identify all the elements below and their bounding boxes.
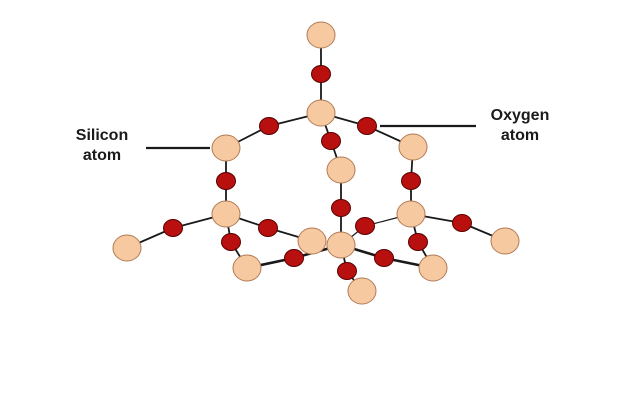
oxygen-atom — [401, 172, 421, 190]
label-leader-lines — [146, 124, 476, 150]
silicon-label-line2: atom — [82, 147, 122, 164]
oxygen-atom — [408, 233, 428, 251]
oxygen-atom — [259, 117, 279, 135]
silicon-atom — [396, 200, 426, 228]
oxygen-atom — [258, 219, 278, 237]
oxygen-atom — [221, 233, 241, 251]
oxygen-atom — [311, 65, 331, 83]
silicon-atom — [347, 277, 377, 305]
silicon-atom — [326, 231, 356, 259]
silicon-atom — [112, 234, 142, 262]
silicon-atom — [211, 134, 241, 162]
silicon-atom — [418, 254, 448, 282]
oxygen-atom — [321, 132, 341, 150]
oxygen-atom — [284, 249, 304, 267]
silicon-atom — [490, 227, 520, 255]
silicon-label-line1: Silicon — [75, 127, 129, 144]
silicon-atom — [306, 99, 336, 127]
silicon-atom — [398, 133, 428, 161]
oxygen-atom — [452, 214, 472, 232]
oxygen-atom — [331, 199, 351, 217]
oxygen-atom — [357, 117, 377, 135]
atoms-group — [112, 21, 520, 305]
oxygen-atom — [355, 217, 375, 235]
oxygen-atom — [163, 219, 183, 237]
silicon-atom — [232, 254, 262, 282]
oxygen-label-line1: Oxygen — [490, 107, 550, 124]
oxygen-label-line2: atom — [500, 127, 540, 144]
oxygen-atom-label: Oxygen atom — [484, 106, 556, 146]
silicon-atom — [211, 200, 241, 228]
oxygen-atom — [337, 262, 357, 280]
silicon-atom — [326, 156, 356, 184]
silicon-atom — [297, 227, 327, 255]
oxygen-atom — [216, 172, 236, 190]
silicon-atom-label: Silicon atom — [70, 126, 134, 166]
oxygen-atom — [374, 249, 394, 267]
silicon-atom — [306, 21, 336, 49]
